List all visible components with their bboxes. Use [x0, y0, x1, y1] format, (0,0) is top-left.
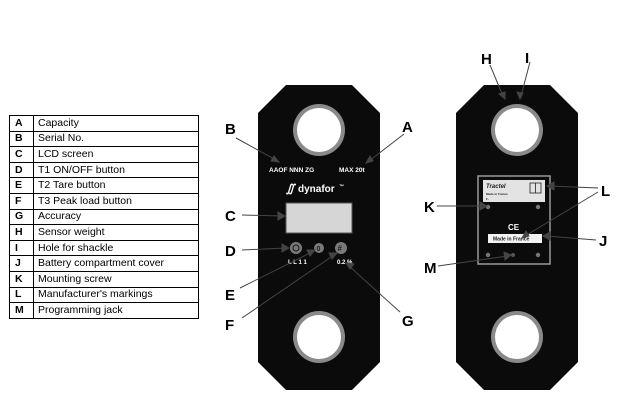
brand-text: dynafor	[298, 184, 335, 195]
legend-label: Battery compartment cover	[33, 255, 199, 272]
power-icon	[292, 244, 300, 252]
arrow-e	[306, 249, 317, 257]
callout-e: E	[225, 287, 235, 304]
plate-brand-text: Tractel	[486, 184, 506, 190]
back-view: Tractel Made in France F- CE Made in Fra…	[456, 85, 578, 390]
arrow-l1	[545, 181, 555, 191]
leader-lines	[235, 61, 599, 319]
legend-label: T2 Tare button	[33, 177, 199, 194]
manufacturer-plate	[483, 180, 545, 202]
callout-l: L	[601, 183, 610, 200]
back-bottom-hole	[495, 315, 539, 359]
callout-d: D	[225, 243, 236, 260]
mounting-screw-bottom-right	[535, 252, 541, 258]
serial-number-text: AAOF NNN ZG	[269, 167, 314, 174]
callout-j: J	[599, 233, 607, 250]
callout-f: F	[225, 317, 234, 334]
lcd-screen	[285, 202, 353, 234]
callout-b: B	[225, 121, 236, 138]
arrow-h	[497, 91, 506, 101]
tare-icon: 0	[317, 246, 321, 253]
mounting-screw-top-right	[535, 204, 541, 210]
arrow-k	[479, 201, 489, 211]
accuracy-text: 0.2 %	[337, 260, 353, 266]
callout-c: C	[225, 208, 236, 225]
callout-labels: A B C D E F G H I J K L M	[225, 50, 610, 334]
front-view: AAOF NNN ZG MAX 20t ∬ dynafor ™ 0 # L L …	[258, 85, 380, 390]
callout-g: G	[402, 313, 414, 330]
callout-i: I	[525, 50, 529, 67]
front-body	[258, 85, 380, 390]
arrow-a	[364, 155, 374, 164]
arrow-f	[328, 252, 339, 260]
plate-line1-text: Made in France	[486, 192, 508, 196]
front-bottom-hole	[297, 315, 341, 359]
callout-a: A	[402, 119, 413, 136]
t3-peak-load-button[interactable]	[335, 242, 347, 254]
callout-h: H	[481, 51, 492, 68]
button-row-text: L L 1 1	[288, 260, 307, 266]
peak-icon: #	[338, 244, 343, 253]
arrow-b	[270, 155, 281, 163]
trademark-text: ™	[339, 184, 344, 190]
mounting-screw-bottom-left	[485, 252, 491, 258]
plate-code-text: F-	[486, 197, 489, 201]
callout-m: M	[424, 260, 437, 277]
arrow-j	[541, 231, 551, 241]
made-in-france-label	[488, 234, 542, 243]
arrow-l2	[520, 230, 530, 239]
arrow-c	[277, 211, 287, 221]
legend-label: T3 Peak load button	[33, 192, 199, 210]
capacity-text: MAX 20t	[339, 167, 365, 174]
back-top-hole	[495, 108, 539, 152]
arrow-g	[344, 262, 355, 270]
arrow-i	[516, 91, 524, 101]
ce-mark-text: CE	[508, 223, 520, 232]
arrow-m	[503, 251, 512, 261]
programming-jack	[511, 253, 515, 257]
dynafor-logo-icon: ∬	[286, 183, 297, 195]
legend-label: Programming jack	[33, 302, 199, 319]
t2-tare-button[interactable]	[314, 243, 324, 253]
callout-k: K	[424, 199, 435, 216]
t1-on-off-button[interactable]	[290, 242, 302, 254]
legend-label: T1 ON/OFF button	[33, 161, 199, 179]
front-top-hole	[297, 108, 341, 152]
made-in-france-text: Made in France	[493, 237, 530, 243]
arrow-d	[281, 243, 291, 253]
